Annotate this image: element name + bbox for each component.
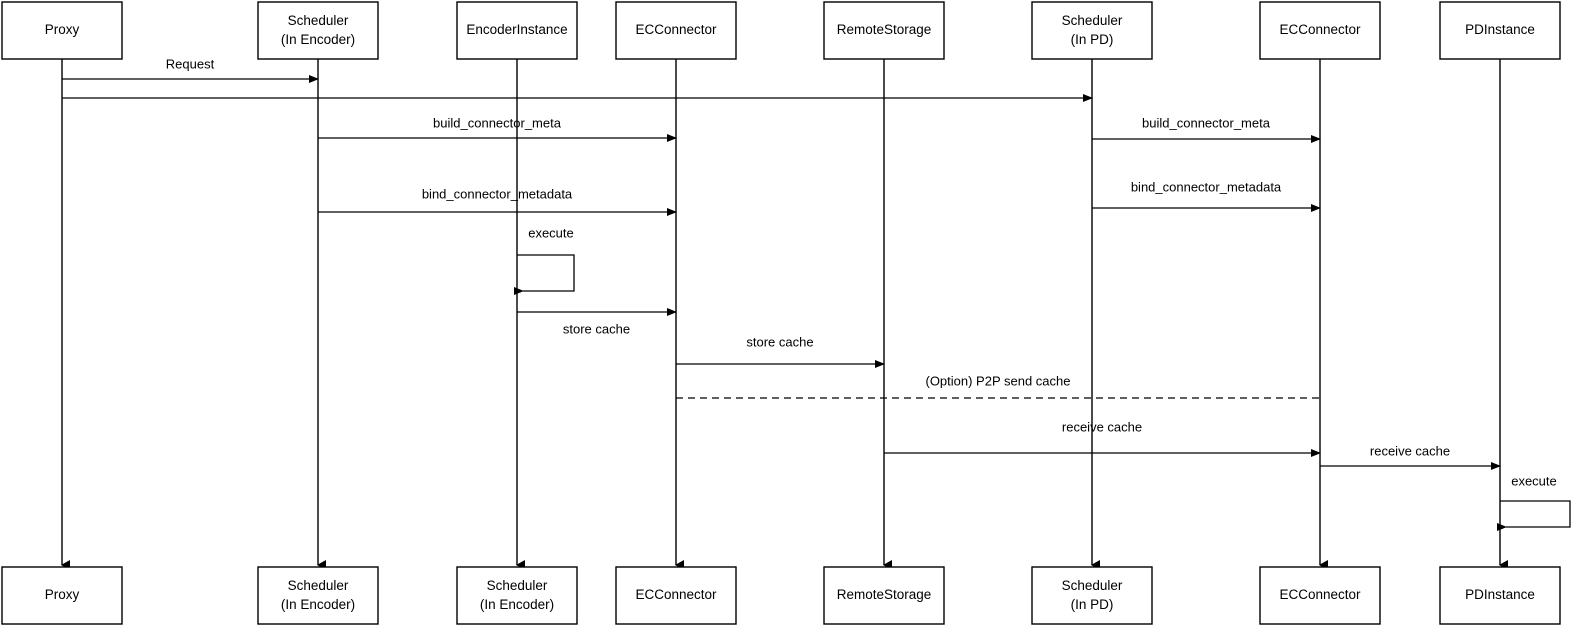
- message-label: store cache: [563, 321, 630, 336]
- participant-box-bottom-enc_inst[interactable]: Scheduler (In Encoder): [456, 566, 578, 625]
- participant-label-line1: Scheduler: [487, 578, 548, 593]
- participant-label-line1: ECConnector: [1279, 22, 1361, 37]
- message-m10[interactable]: receive cache: [884, 419, 1321, 457]
- participant-box-rect: [615, 566, 737, 625]
- self-message-arrow: [514, 254, 575, 295]
- participant-box-top-sched_pd[interactable]: Scheduler (In PD): [1031, 1, 1153, 60]
- participant-label-line1: ECConnector: [635, 587, 717, 602]
- participant-box-bottom-sched_enc[interactable]: Scheduler (In Encoder): [257, 566, 379, 625]
- participant-box-rect: [1031, 1, 1153, 60]
- participant-label-line2: (In Encoder): [480, 597, 554, 612]
- participant-box-bottom-pd_inst[interactable]: PDInstance: [1439, 566, 1561, 625]
- message-label: store cache: [746, 334, 813, 349]
- participant-box-rect: [1, 566, 123, 625]
- self-message-label: execute: [1511, 473, 1557, 488]
- participant-label-line1: Proxy: [45, 22, 80, 37]
- message-m7[interactable]: store cache: [517, 308, 677, 336]
- participant-label-line1: PDInstance: [1465, 22, 1535, 37]
- participant-box-top-enc_inst[interactable]: EncoderInstance: [456, 1, 578, 60]
- participant-box-rect: [1439, 566, 1561, 625]
- participant-box-rect: [257, 1, 379, 60]
- self-message-label: execute: [528, 225, 574, 240]
- participant-label-line1: Scheduler: [1062, 13, 1123, 28]
- participant-box-top-ecc_left[interactable]: ECConnector: [615, 1, 737, 60]
- participant-label-line2: (In PD): [1071, 597, 1114, 612]
- message-label: bind_connector_metadata: [1131, 179, 1282, 194]
- message-m11[interactable]: receive cache: [1320, 443, 1501, 470]
- self-message-s2[interactable]: execute: [1497, 473, 1571, 531]
- participant-box-rect: [456, 566, 578, 625]
- participant-box-rect: [823, 566, 945, 625]
- message-m9[interactable]: (Option) P2P send cache: [676, 373, 1320, 399]
- message-m1[interactable]: Request: [62, 56, 319, 83]
- self-messages-group: execute execute: [514, 225, 1571, 531]
- message-label: Request: [166, 56, 215, 71]
- participant-box-bottom-remote[interactable]: RemoteStorage: [823, 566, 945, 625]
- message-m4[interactable]: build_connector_meta: [1092, 115, 1321, 143]
- bottom-participant-boxes-group: Proxy Scheduler (In Encoder) Scheduler (In E…: [1, 566, 1561, 625]
- participant-box-rect: [257, 566, 379, 625]
- participant-box-rect: [615, 1, 737, 60]
- participant-box-bottom-proxy[interactable]: Proxy: [1, 566, 123, 625]
- participant-box-rect: [456, 1, 578, 60]
- participant-box-rect: [1259, 1, 1381, 60]
- participant-label-line1: ECConnector: [1279, 587, 1361, 602]
- participant-label-line2: (In Encoder): [281, 597, 355, 612]
- participant-label-line2: (In Encoder): [281, 32, 355, 47]
- participant-box-rect: [823, 1, 945, 60]
- participant-label-line1: Scheduler: [288, 578, 349, 593]
- participant-label-line1: RemoteStorage: [837, 587, 932, 602]
- participant-box-top-proxy[interactable]: Proxy: [1, 1, 123, 60]
- message-m3[interactable]: build_connector_meta: [318, 115, 677, 142]
- messages-group: Request build_connector_meta build_connect…: [62, 56, 1501, 470]
- self-message-s1[interactable]: execute: [514, 225, 575, 295]
- message-m5[interactable]: bind_connector_metadata: [318, 186, 677, 216]
- message-m6[interactable]: bind_connector_metadata: [1092, 179, 1321, 212]
- message-m8[interactable]: store cache: [676, 334, 885, 368]
- participant-box-bottom-ecc_left[interactable]: ECConnector: [615, 566, 737, 625]
- participant-box-bottom-ecc_right[interactable]: ECConnector: [1259, 566, 1381, 625]
- participant-box-rect: [1259, 566, 1381, 625]
- participant-box-bottom-sched_pd[interactable]: Scheduler (In PD): [1031, 566, 1153, 625]
- participant-label-line1: EncoderInstance: [466, 22, 567, 37]
- message-label: (Option) P2P send cache: [925, 373, 1070, 388]
- participant-label-line1: PDInstance: [1465, 587, 1535, 602]
- participant-box-rect: [1031, 566, 1153, 625]
- message-label: receive cache: [1370, 443, 1450, 458]
- participant-label-line1: RemoteStorage: [837, 22, 932, 37]
- message-label: build_connector_meta: [433, 115, 562, 130]
- participant-box-top-ecc_right[interactable]: ECConnector: [1259, 1, 1381, 60]
- message-label: receive cache: [1062, 419, 1142, 434]
- self-message-arrow: [1497, 500, 1571, 531]
- top-participant-boxes-group: Proxy Scheduler (In Encoder) EncoderInstanc…: [1, 1, 1561, 60]
- participant-label-line1: Scheduler: [1062, 578, 1123, 593]
- participant-box-top-sched_enc[interactable]: Scheduler (In Encoder): [257, 1, 379, 60]
- participant-box-rect: [1, 1, 123, 60]
- participant-label-line1: Scheduler: [288, 13, 349, 28]
- participant-label-line1: Proxy: [45, 587, 80, 602]
- participant-box-top-remote[interactable]: RemoteStorage: [823, 1, 945, 60]
- participant-box-top-pd_inst[interactable]: PDInstance: [1439, 1, 1561, 60]
- message-label: build_connector_meta: [1142, 115, 1271, 130]
- lifelines-group: [61, 59, 1508, 570]
- participant-label-line1: ECConnector: [635, 22, 717, 37]
- message-label: bind_connector_metadata: [422, 186, 573, 201]
- participant-box-rect: [1439, 1, 1561, 60]
- participant-label-line2: (In PD): [1071, 32, 1114, 47]
